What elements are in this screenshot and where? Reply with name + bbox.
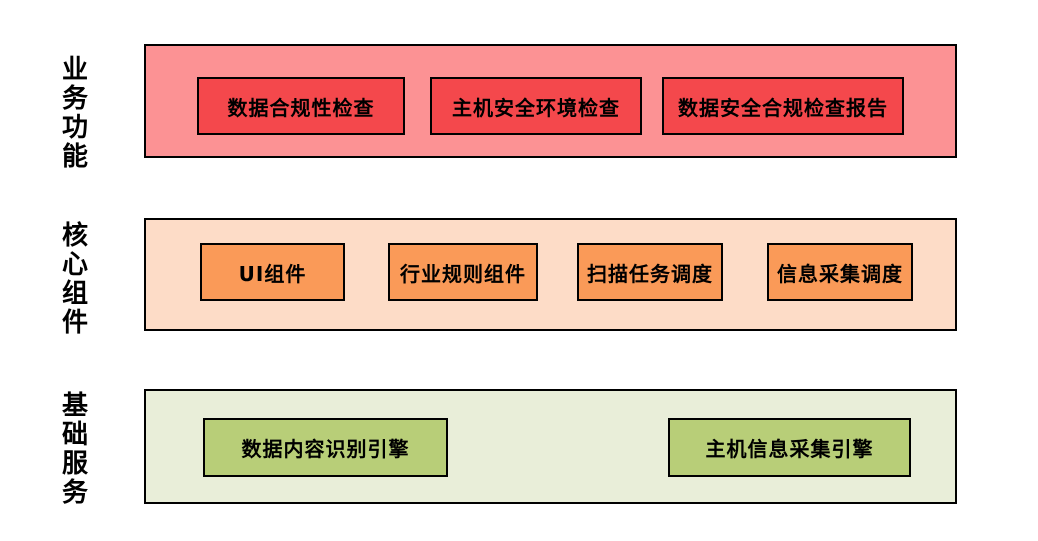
band-core-components: UI组件 行业规则组件 扫描任务调度 信息采集调度 [144, 218, 957, 331]
box-data-content-recognition-engine: 数据内容识别引擎 [203, 418, 448, 477]
box-host-security-env-check: 主机安全环境检查 [430, 77, 642, 135]
box-data-compliance-check: 数据合规性检查 [197, 77, 405, 135]
band-business-function: 数据合规性检查 主机安全环境检查 数据安全合规检查报告 [144, 44, 957, 158]
box-info-collection-scheduler: 信息采集调度 [767, 243, 913, 301]
layer-label-base-services: 基础服务 [61, 391, 88, 508]
box-industry-rule-component: 行业规则组件 [388, 243, 538, 301]
band-base-services: 数据内容识别引擎 主机信息采集引擎 [144, 389, 957, 504]
box-ui-component: UI组件 [200, 243, 345, 301]
layer-label-business-function: 业务功能 [61, 55, 88, 172]
box-data-security-compliance-report: 数据安全合规检查报告 [662, 77, 904, 135]
box-scan-task-scheduler: 扫描任务调度 [577, 243, 723, 301]
box-host-info-collection-engine: 主机信息采集引擎 [668, 418, 911, 477]
layer-label-core-components: 核心组件 [61, 221, 88, 338]
